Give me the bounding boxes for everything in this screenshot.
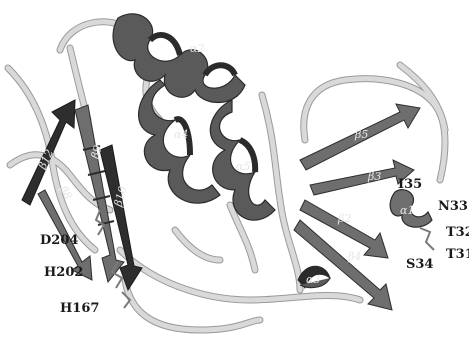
residue-t31: T31 [446,247,469,262]
label-a5: α5 [236,160,250,173]
label-a2: α2 [190,42,204,55]
residue-n33: N33 [438,199,468,214]
label-b3: β3 [367,170,381,183]
residue-i35: I35 [398,177,422,192]
label-a3: α3 [306,273,320,286]
residue-d204: D204 [40,233,78,248]
label-b4: β4 [347,250,361,263]
strand-b2 [300,200,388,258]
residue-s34: S34 [406,257,433,272]
label-b5: β5 [354,128,368,141]
residue-h167: H167 [60,301,99,316]
residue-t32: T32 [446,225,469,240]
residue-h202: H202 [44,265,83,280]
helix-a2 [113,14,245,103]
label-a1: α1 [400,204,414,217]
label-a4: α4 [174,128,188,141]
label-b2: β2 [337,212,351,225]
